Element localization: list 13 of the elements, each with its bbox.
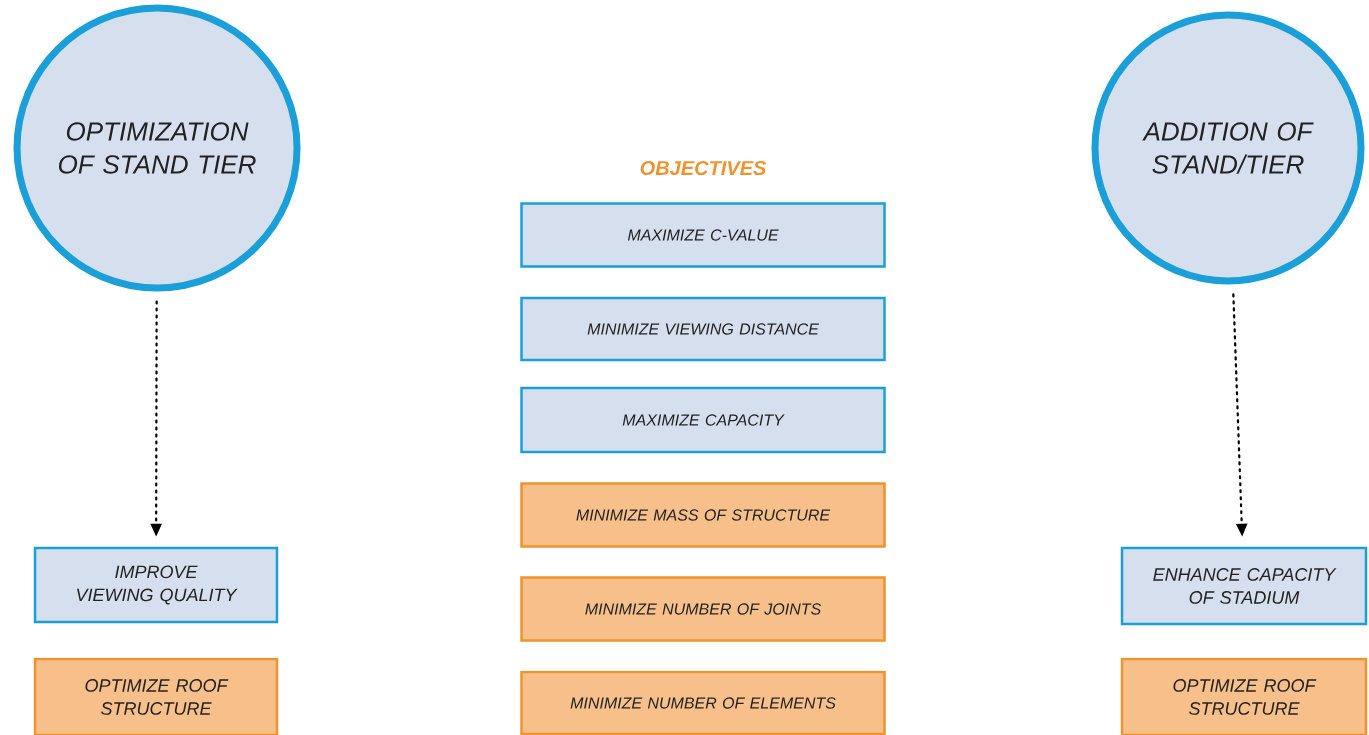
objective-box: MINIMIZE NUMBER OF JOINTS: [520, 576, 886, 642]
column-heading: OBJECTIVES: [640, 160, 767, 176]
objective-box: MAXIMIZE CAPACITY: [520, 386, 886, 454]
objective-box: MINIMIZE NUMBER OF ELEMENTS: [520, 670, 886, 735]
objective-box: IMPROVE VIEWING QUALITY: [33, 546, 279, 624]
objective-box: ENHANCE CAPACITY OF STADIUM: [1120, 546, 1368, 626]
objective-box: OPTIMIZE ROOF STRUCTURE: [1120, 657, 1368, 735]
circle-node: ADDITION OF STAND/TIER: [1091, 11, 1365, 285]
objective-box: MAXIMIZE C-VALUE: [520, 202, 886, 268]
objective-box: MINIMIZE VIEWING DISTANCE: [520, 296, 886, 362]
objective-box: OPTIMIZE ROOF STRUCTURE: [33, 657, 279, 735]
objective-box: MINIMIZE MASS OF STRUCTURE: [520, 482, 886, 548]
circle-node: OPTIMIZATION OF STAND TIER: [13, 4, 301, 292]
